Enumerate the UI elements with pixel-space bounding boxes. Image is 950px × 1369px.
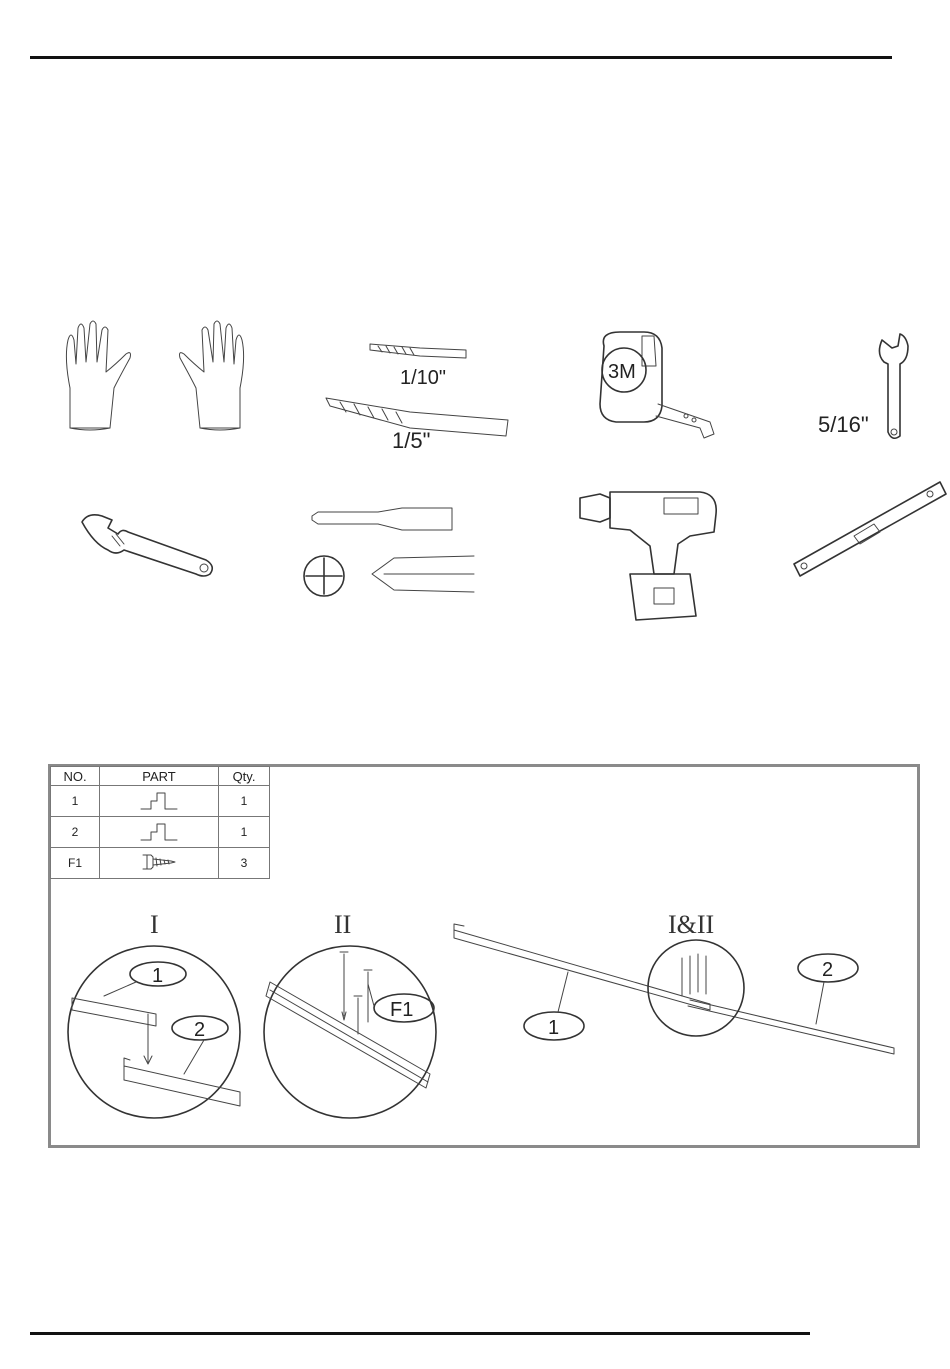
step-2-detail-circle: F1 — [260, 942, 440, 1122]
drill-bits-icon: 1/10" 1/5" — [320, 336, 520, 456]
callout-1-overall: 1 — [548, 1017, 559, 1039]
part-qty: 1 — [219, 786, 270, 817]
part-qty: 3 — [219, 848, 270, 879]
part-no: F1 — [51, 848, 100, 879]
part-no: 2 — [51, 817, 100, 848]
step-3-overall-view: 1 2 — [450, 920, 900, 1060]
table-row: F1 3 — [51, 848, 270, 879]
table-row: 2 1 — [51, 817, 270, 848]
cordless-drill-icon — [570, 488, 730, 624]
step-2-title: II — [334, 910, 351, 940]
gloves-icon — [60, 318, 250, 436]
callout-2: 2 — [194, 1019, 205, 1041]
header-qty: Qty. — [219, 767, 270, 786]
spirit-level-icon — [790, 480, 950, 580]
part-no: 1 — [51, 786, 100, 817]
callout-1: 1 — [152, 965, 163, 987]
rail-profile-icon — [139, 820, 179, 842]
part-qty: 1 — [219, 817, 270, 848]
parts-table-header: NO. PART Qty. — [51, 767, 270, 786]
screwdriver-bit-icon — [298, 504, 478, 600]
adjustable-wrench-icon — [78, 510, 218, 580]
top-rule — [30, 56, 892, 59]
callout-2-overall: 2 — [822, 959, 833, 981]
callout-f1: F1 — [390, 999, 413, 1021]
screw-icon — [139, 851, 179, 873]
drill-bit-small-label: 1/10" — [400, 367, 446, 389]
step-1-detail-circle: 1 2 — [64, 942, 244, 1122]
table-row: 1 1 — [51, 786, 270, 817]
parts-table: NO. PART Qty. 1 1 2 1 F1 3 — [50, 766, 270, 879]
header-part: PART — [100, 767, 219, 786]
rail-profile-icon — [139, 789, 179, 811]
open-end-wrench-icon: 5/16" — [812, 332, 922, 444]
step-1-title: I — [150, 910, 159, 940]
header-no: NO. — [51, 767, 100, 786]
tape-measure-label: 3M — [608, 361, 636, 383]
drill-bit-large-label: 1/5" — [392, 428, 430, 453]
bottom-rule — [30, 1332, 810, 1335]
wrench-size-label: 5/16" — [818, 412, 869, 437]
tape-measure-icon: 3M — [590, 326, 730, 446]
